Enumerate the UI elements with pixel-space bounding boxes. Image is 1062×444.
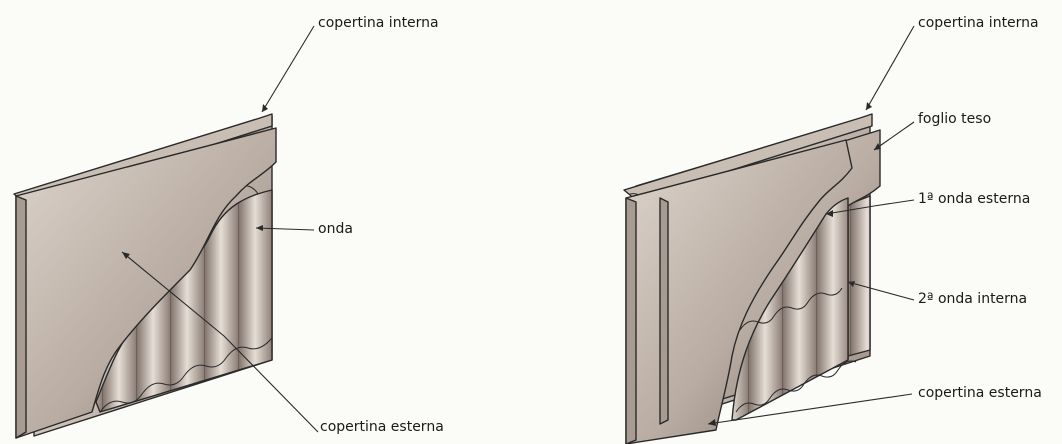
outer-liner-sheet — [15, 127, 277, 439]
leader-outer-liner-right — [707, 393, 913, 425]
label-middle-sheet: foglio teso — [918, 111, 992, 127]
label-flute-left: onda — [318, 221, 353, 237]
double-wall-board — [623, 113, 881, 444]
leader-inner-flute-2 — [847, 281, 915, 301]
leader-outer-flute-1 — [825, 199, 915, 215]
leader-middle-sheet — [873, 121, 915, 151]
first-outer-flute — [731, 197, 849, 421]
label-inner-liner-left: copertina interna — [318, 15, 439, 31]
leader-outer-liner-left — [121, 251, 319, 433]
outer-liner-sheet-right — [625, 139, 853, 444]
label-outer-flute-1: 1ª onda esterna — [918, 191, 1031, 207]
leader-flute-left — [255, 227, 315, 231]
leader-inner-liner-right — [865, 25, 915, 111]
label-outer-liner-right: copertina esterna — [918, 385, 1042, 401]
label-inner-flute-2: 2ª onda interna — [918, 291, 1028, 307]
label-outer-liner-left: copertina esterna — [320, 419, 444, 435]
label-inner-liner-right: copertina interna — [918, 15, 1039, 31]
leader-inner-liner-left — [261, 25, 315, 113]
single-wall-board — [13, 113, 277, 439]
